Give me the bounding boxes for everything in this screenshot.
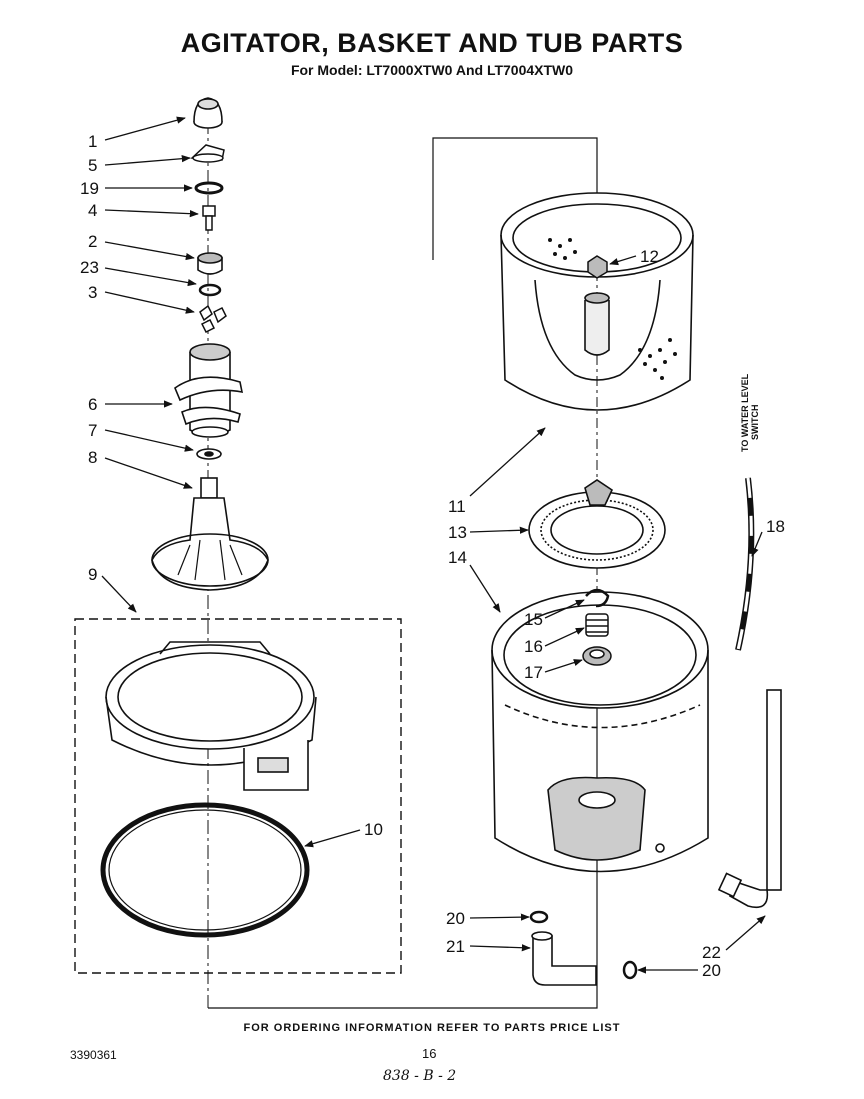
callout-6: 6 (88, 395, 97, 414)
callout-13: 13 (448, 523, 467, 542)
o-ring-part (194, 181, 224, 195)
callout-16: 16 (524, 637, 543, 656)
leader-lines (101, 116, 766, 974)
stud-part (202, 205, 216, 231)
drain-hose-part (531, 931, 597, 986)
callout-21: 21 (446, 937, 465, 956)
page-title: AGITATOR, BASKET AND TUB PARTS (180, 28, 684, 58)
tub-ring-part (105, 641, 317, 791)
callout-3: 3 (88, 283, 97, 302)
callout-5: 5 (88, 156, 97, 175)
page-subtitle: For Model: LT7000XTW0 And LT7004XTW0 (290, 62, 574, 78)
callout-1: 1 (88, 132, 97, 151)
callout-11: 11 (448, 497, 466, 516)
callout-20-lower: 20 (702, 961, 721, 980)
bearing-seal-part (585, 613, 609, 637)
ordering-note: FOR ORDERING INFORMATION REFER TO PARTS … (243, 1022, 621, 1034)
agitator-washer-part (196, 448, 222, 460)
callout-15: 15 (524, 610, 543, 629)
basket-connection-line (208, 610, 598, 1009)
callout-14: 14 (448, 548, 467, 567)
tub-bearing-part (582, 646, 612, 666)
callout-9: 9 (88, 565, 97, 584)
tub-gasket-part (100, 802, 310, 938)
document-number: 3390361 (70, 1048, 117, 1062)
seal-clip-part (585, 588, 610, 608)
side-note-line2: SWITCH (750, 405, 760, 441)
callout-2: 2 (88, 232, 97, 251)
callout-8: 8 (88, 448, 97, 467)
drain-tube-part (717, 689, 782, 909)
agitator-cap-part (193, 97, 223, 129)
callout-18: 18 (766, 517, 785, 536)
callout-10: 10 (364, 820, 383, 839)
cam-part (197, 252, 223, 275)
agitator-part (174, 343, 244, 438)
part-9-group-box (74, 618, 402, 974)
basket-hub-part (528, 479, 666, 569)
callout-4: 4 (88, 201, 97, 220)
callout-17: 17 (524, 663, 543, 682)
side-note-line1: TO WATER LEVEL (740, 373, 750, 452)
hose-clamp-upper-part (529, 910, 549, 924)
callout-23: 23 (80, 258, 99, 277)
basket-part (500, 192, 694, 411)
callout-7: 7 (88, 421, 97, 440)
agitator-base-part (151, 477, 269, 591)
page-number: 16 (422, 1046, 437, 1061)
dog-parts (199, 304, 227, 334)
callout-19: 19 (80, 179, 99, 198)
hose-clamp-lower-part (622, 960, 638, 980)
seal-part (190, 144, 225, 163)
washer-part (198, 283, 222, 297)
basket-nut-part (587, 255, 608, 279)
callout-20-upper: 20 (446, 909, 465, 928)
handwritten-note: 838 - B - 2 (383, 1068, 457, 1084)
callout-22: 22 (702, 943, 721, 962)
callout-12: 12 (640, 247, 659, 266)
